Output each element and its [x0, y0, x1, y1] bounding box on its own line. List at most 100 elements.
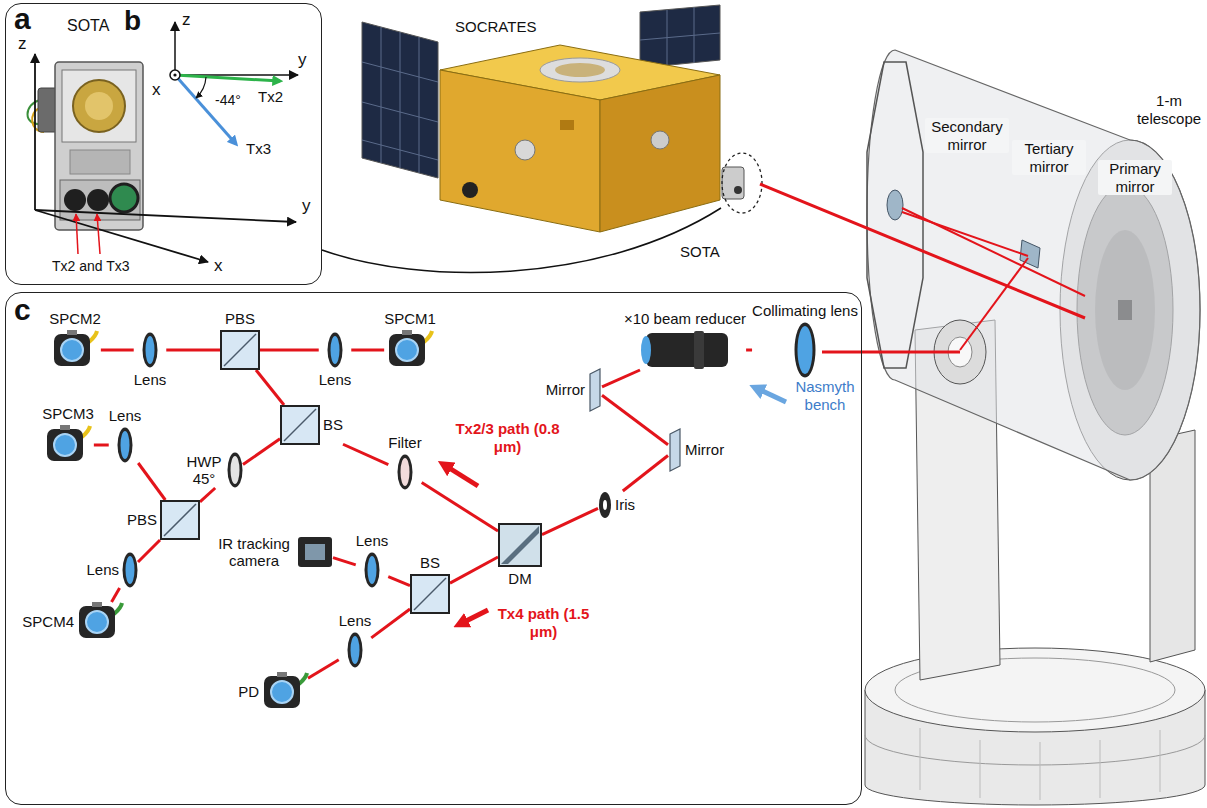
- satellite-body: [440, 45, 762, 232]
- spcm-detector-symbol: [67, 330, 77, 335]
- coordinate-axes: [34, 54, 36, 210]
- component-label: DM: [508, 570, 531, 587]
- satellite-body: [560, 120, 574, 130]
- spcm-detector-symbol: [52, 330, 98, 370]
- spcm-detector: SPCM2: [49, 310, 101, 370]
- photodiode: PD: [238, 672, 308, 712]
- satellite-body: [440, 70, 600, 232]
- dichroic-mirror-symbol: [498, 523, 542, 567]
- iris: Iris: [598, 491, 635, 519]
- spcm-detector-symbol: [424, 331, 432, 342]
- panel-letter: a: [14, 2, 31, 35]
- figure-panel: a SOTA: [5, 3, 322, 285]
- satellite-body: [734, 186, 742, 194]
- lens-symbol: [142, 332, 158, 368]
- component-label: Filter: [388, 434, 421, 451]
- telescope: [887, 190, 903, 220]
- laser-beam: [101, 349, 134, 352]
- solar-panel: [362, 27, 438, 173]
- beam-reducer-symbol: [646, 333, 728, 367]
- satellite-body: [515, 140, 535, 160]
- iris-symbol: [598, 491, 612, 519]
- lens-symbol: [328, 333, 343, 368]
- satellite-body: [462, 182, 478, 198]
- solar-panel: [640, 7, 720, 66]
- component-label: PBS: [127, 511, 157, 528]
- path-arrow: [446, 389, 786, 623]
- component-label: Lens: [319, 371, 352, 388]
- path-arrow: [462, 610, 488, 623]
- photodiode-symbol: [262, 672, 308, 712]
- mirror-symbol: [588, 368, 602, 412]
- sota-photo: [73, 80, 125, 132]
- photodiode-symbol: [271, 681, 293, 703]
- beam-reducer-symbol: [694, 331, 704, 369]
- path-arrow: [446, 466, 478, 486]
- half-wave-plate-symbol: [228, 453, 243, 488]
- part-name: SOCRATES: [455, 18, 536, 36]
- coordinate-axes: [35, 54, 296, 262]
- mirror-symbol: [668, 428, 682, 472]
- coordinate-axes: [35, 210, 296, 222]
- pointer-arrow: [76, 214, 100, 254]
- dichroic-mirror-symbol: [499, 524, 541, 566]
- component-label: Mirror: [685, 441, 724, 458]
- satellite-body: [722, 153, 762, 213]
- half-wave-plate: HWP 45°: [184, 452, 243, 488]
- axis-label: y: [302, 196, 311, 216]
- laser-beam: [902, 208, 1085, 296]
- iris-symbol: [599, 492, 611, 518]
- spcm-detector-symbol: [82, 426, 90, 437]
- laser-beam: [623, 456, 668, 492]
- beam-splitter-cube: BS: [280, 405, 343, 445]
- beam-direction-axes: [170, 22, 298, 144]
- lens: Lens: [339, 612, 372, 668]
- component-label: ×10 beam reducer: [624, 310, 746, 327]
- laser-beam: [602, 370, 640, 387]
- beam-splitter-cube-symbol: [284, 409, 316, 441]
- beam-reducer-symbol: [641, 336, 651, 364]
- component-label: PBS: [225, 310, 255, 327]
- telescope: [865, 735, 1205, 765]
- mirror: Mirror: [546, 368, 602, 412]
- beam-splitter-cube-symbol: [161, 501, 199, 539]
- mirror-symbol: [590, 369, 600, 411]
- component-label: IR tracking camera: [214, 535, 294, 570]
- laser-beam: [94, 444, 109, 447]
- lens-symbol: [331, 336, 340, 364]
- half-wave-plate-symbol: [227, 452, 243, 488]
- component-label: HWP 45°: [184, 453, 224, 488]
- laser-beam: [138, 540, 160, 562]
- component-label: Collimating lens: [752, 302, 858, 319]
- panel-letter: c: [14, 293, 31, 326]
- laser-beam: [243, 439, 280, 465]
- spcm-detector-symbol: [54, 434, 76, 456]
- sota-photo: [87, 189, 109, 211]
- lens-symbol: [327, 332, 343, 368]
- optical-filter-symbol: [401, 458, 410, 486]
- component-label: Iris: [615, 496, 635, 513]
- lens-symbol: [123, 553, 138, 588]
- spcm-detector-symbol: [60, 425, 70, 430]
- beam-direction-axes: [196, 77, 206, 98]
- beam-splitter-cube-symbol: [411, 575, 449, 613]
- path-label: Tx4 path (1.5 μm): [496, 605, 591, 640]
- spcm-detector-symbol: [54, 334, 90, 366]
- beam-splitter-cube-symbol: [410, 574, 450, 614]
- part-name: Secondary mirror: [925, 118, 1009, 153]
- laser-beam: [112, 588, 120, 602]
- lens: Lens: [134, 332, 167, 388]
- iris-symbol: [603, 500, 607, 510]
- beam-direction-axes: [175, 75, 280, 81]
- lens-symbol: [347, 632, 363, 668]
- spcm-detector-symbol: [396, 339, 418, 361]
- callout-curve: [322, 208, 721, 273]
- beam-splitter-cube-symbol: [280, 405, 320, 445]
- laser-beam: [760, 184, 1085, 318]
- component-label: Lens: [134, 371, 167, 388]
- sota-photo: [28, 62, 144, 230]
- coordinate-axes: [35, 210, 208, 262]
- panel-title: SOTA: [67, 17, 109, 35]
- ir-camera-symbol: [297, 536, 333, 568]
- ir-camera-symbol: [305, 544, 325, 560]
